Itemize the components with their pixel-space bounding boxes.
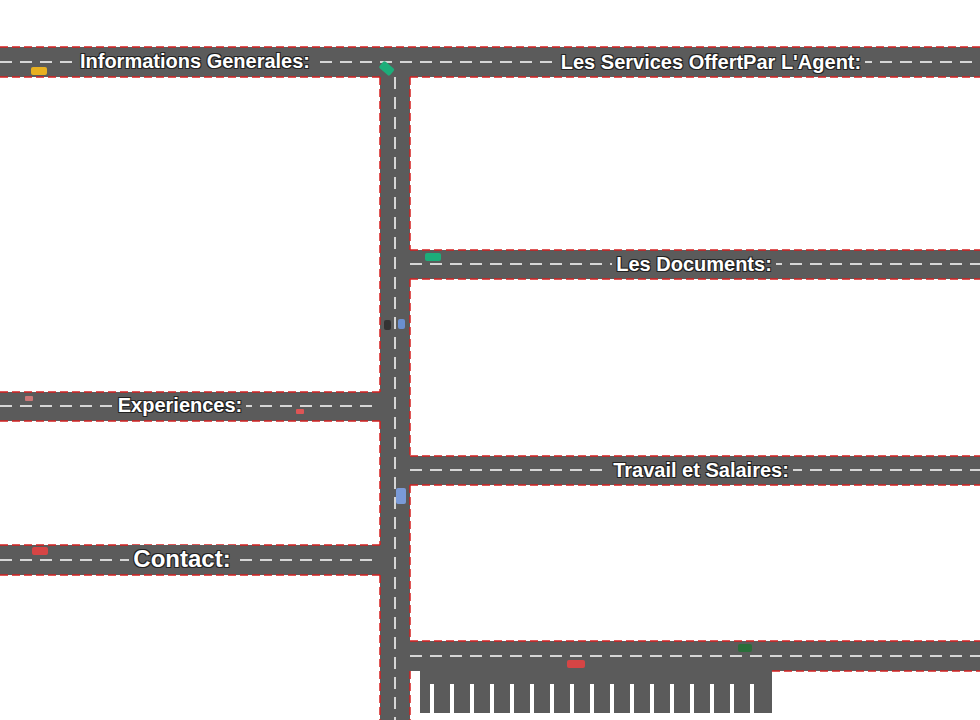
road-label: Informations Generales: — [76, 49, 314, 73]
center-lines — [0, 62, 980, 720]
road-label: Les Documents: — [612, 252, 776, 276]
road-surface — [0, 47, 980, 720]
road-label: Travail et Salaires: — [609, 458, 793, 482]
road-label: Experiences: — [114, 393, 247, 417]
road-label: Contact: — [129, 545, 234, 573]
parking-lines — [432, 684, 752, 713]
road-borders — [0, 47, 980, 720]
cars — [25, 60, 752, 668]
road-label: Les Services OffertPar L'Agent: — [557, 50, 865, 74]
